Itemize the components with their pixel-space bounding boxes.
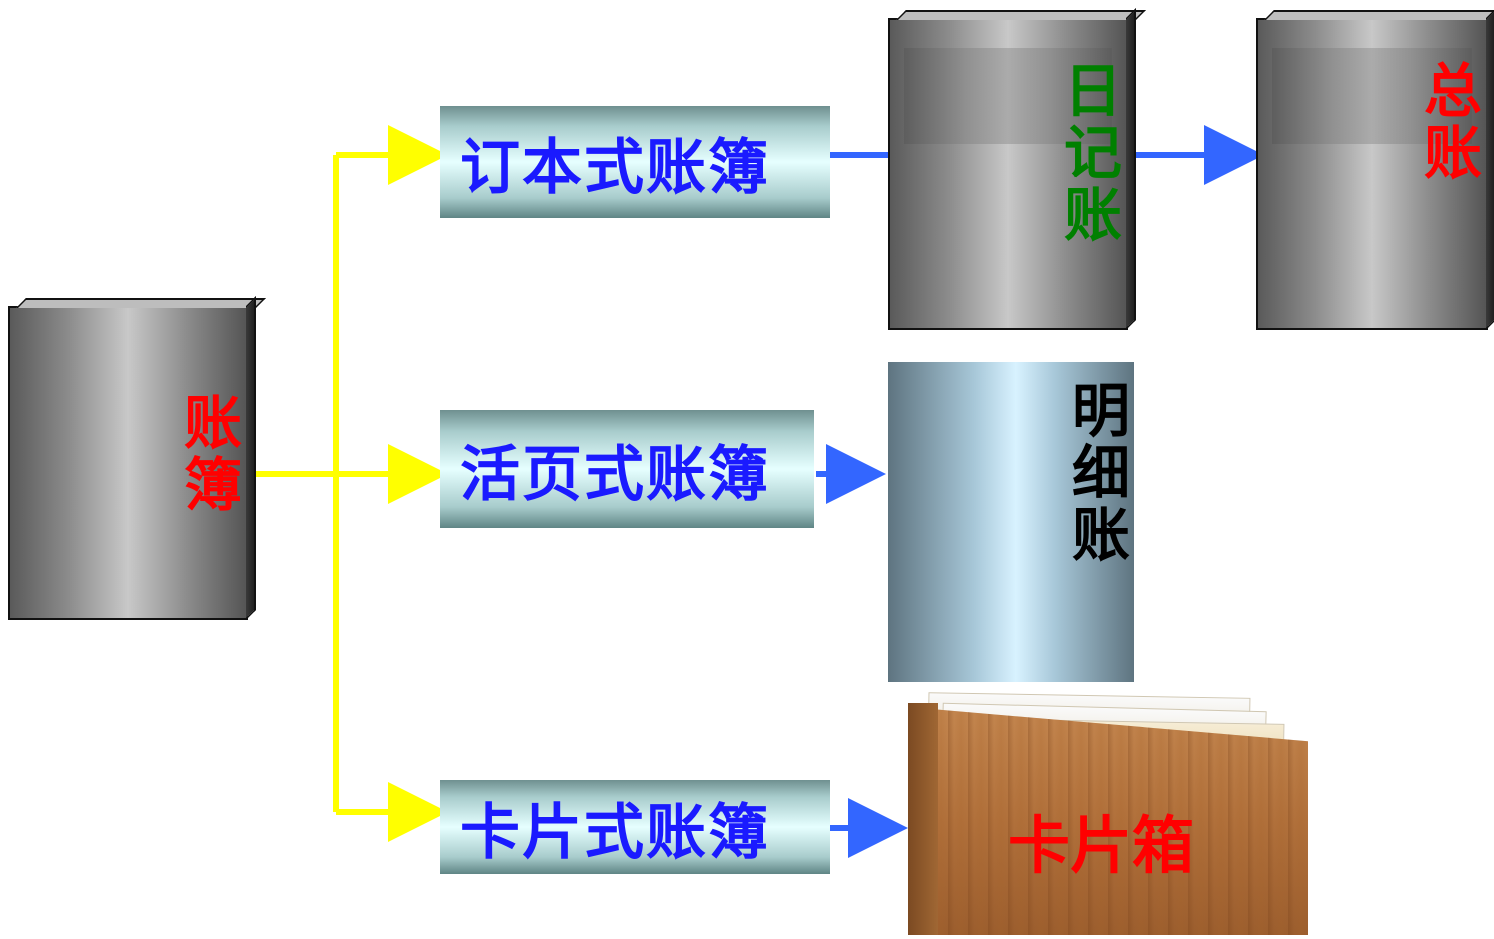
yellow-tree-connector bbox=[252, 125, 448, 842]
journal-label: 日记账 bbox=[1054, 60, 1122, 246]
card-ledger-label: 卡片式账簿 bbox=[460, 797, 770, 868]
card-box-label: 卡片箱 bbox=[1008, 809, 1195, 882]
general-ledger-box: 总账 bbox=[1256, 8, 1494, 330]
bound-ledger-box: 订本式账簿 bbox=[440, 106, 830, 218]
card-box-front bbox=[908, 707, 1308, 935]
subsidiary-ledger-box: 明细账 bbox=[888, 362, 1134, 682]
loose-leaf-ledger-label: 活页式账簿 bbox=[460, 439, 770, 510]
card-box-illustration: 卡片箱 bbox=[908, 692, 1312, 939]
loose-leaf-ledger-box: 活页式账簿 bbox=[440, 410, 814, 528]
card-box-side bbox=[908, 703, 938, 935]
card-ledger-box: 卡片式账簿 bbox=[440, 780, 830, 874]
journal-box: 日记账 bbox=[888, 8, 1146, 330]
root-ledger-box: 账簿 bbox=[8, 296, 266, 620]
general-ledger-label: 总账 bbox=[1414, 60, 1482, 184]
subsidiary-ledger-label: 明细账 bbox=[1062, 380, 1130, 566]
root-ledger-label: 账簿 bbox=[174, 392, 242, 516]
bound-ledger-label: 订本式账簿 bbox=[460, 132, 770, 203]
